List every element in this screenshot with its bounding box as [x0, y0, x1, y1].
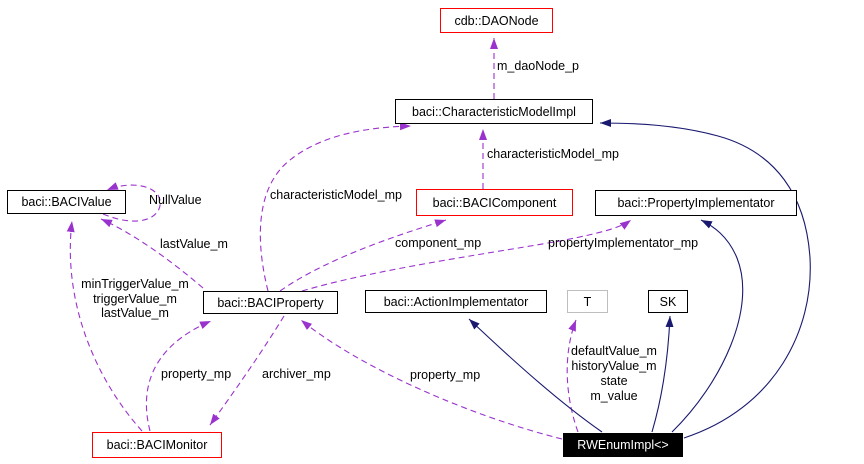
node-actionimplementator[interactable]: baci::ActionImplementator	[365, 290, 547, 313]
edge-label-nullvalue: NullValue	[149, 193, 202, 207]
edge-rwenum-to-t	[566, 319, 579, 433]
node-propertyimplementator[interactable]: baci::PropertyImplementator	[595, 190, 797, 216]
edge-label-default-value: defaultValue_m	[571, 344, 657, 358]
edge-label-component-mp: component_mp	[395, 236, 482, 250]
edge-label-lastvalue-m: lastValue_m	[160, 237, 228, 251]
edge-label-min-trigger-value: minTriggerValue_m	[81, 277, 189, 291]
node-rwenumimpl[interactable]: RWEnumImpl<>	[563, 433, 683, 457]
edge-property-to-propertyimplementator	[301, 219, 632, 292]
edge-label-characteristicmodel-mp-component: characteristicModel_mp	[487, 147, 619, 161]
edge-label-m-value: m_value	[590, 389, 638, 403]
edge-label-monitor-values: minTriggerValue_m triggerValue_m lastVal…	[70, 277, 200, 321]
edge-label-history-value: historyValue_m	[571, 359, 657, 373]
edge-bacivalue-self-loop	[102, 182, 161, 222]
edge-label-state: state	[600, 374, 628, 388]
edge-label-last-value: lastValue_m	[101, 306, 169, 320]
edge-rwenum-to-actionimplementator	[468, 318, 603, 433]
edge-property-to-component	[279, 219, 447, 292]
edge-rwenum-to-propertyimplementator	[671, 219, 744, 433]
edge-label-propertyimplementator-mp: propertyImplementator_mp	[548, 236, 699, 250]
edge-label-characteristicmodel-mp-property: characteristicModel_mp	[270, 188, 402, 202]
edge-rwenum-to-sk	[651, 315, 674, 433]
edge-monitor-to-bacivalue	[66, 220, 143, 432]
edge-monitor-to-property	[145, 320, 212, 432]
edge-property-to-charmodel	[259, 122, 412, 292]
edge-property-to-monitor	[209, 315, 285, 426]
edge-property-to-bacivalue	[100, 218, 204, 289]
edge-label-m-daonode-p: m_daoNode_p	[497, 59, 580, 73]
edge-rwenum-to-charmodel	[599, 119, 811, 439]
edge-label-rwenum-values: defaultValue_m historyValue_m state m_va…	[553, 344, 675, 404]
node-characteristicmodelimpl[interactable]: baci::CharacteristicModelImpl	[395, 99, 593, 124]
edge-label-trigger-value: triggerValue_m	[93, 291, 177, 306]
node-bacicomponent[interactable]: baci::BACIComponent	[416, 189, 573, 216]
edge-rwenum-to-property	[300, 319, 563, 440]
node-template-sk[interactable]: SK	[648, 290, 688, 313]
node-template-t[interactable]: T	[567, 290, 608, 313]
edge-label-archiver-mp: archiver_mp	[262, 367, 331, 381]
node-baciproperty[interactable]: baci::BACIProperty	[203, 291, 338, 314]
node-bacimonitor[interactable]: baci::BACIMonitor	[92, 432, 222, 458]
node-bacivalue[interactable]: baci::BACIValue	[7, 190, 126, 214]
node-cdb-daonode[interactable]: cdb::DAONode	[440, 8, 553, 33]
edge-label-property-mp-monitor: property_mp	[161, 367, 232, 381]
edge-label-property-mp-rwenum: property_mp	[410, 368, 481, 382]
